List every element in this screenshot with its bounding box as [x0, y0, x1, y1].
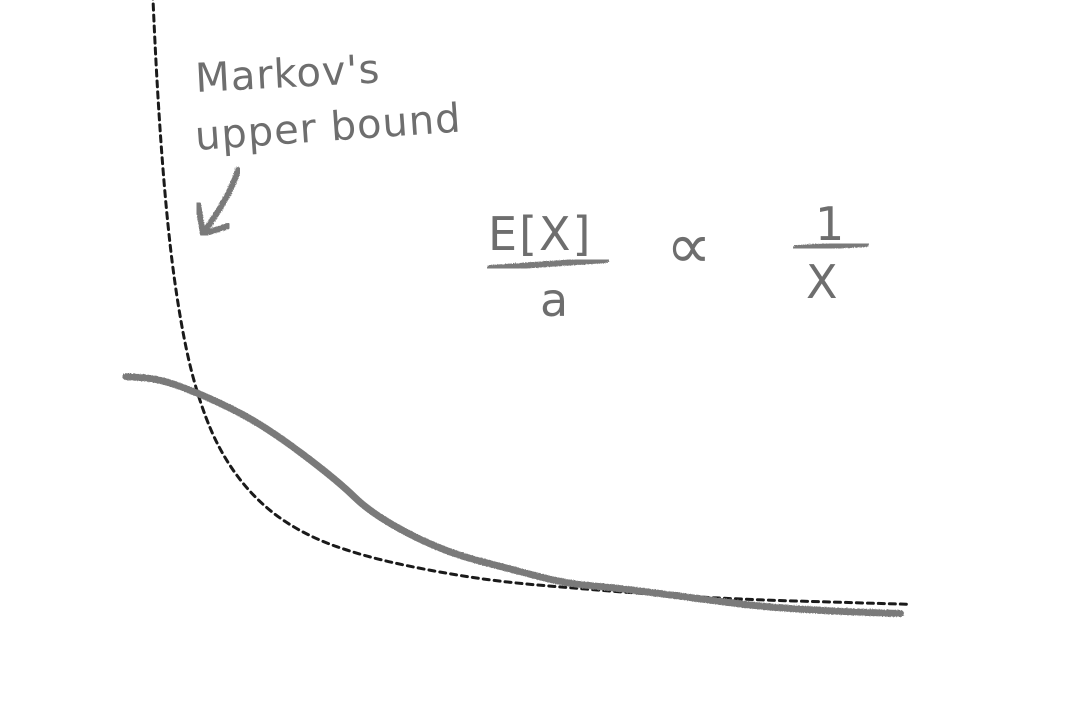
- formula-denominator: a: [540, 273, 570, 327]
- formula-numerator: E[X]: [488, 207, 592, 261]
- annotation-line-2: upper bound: [193, 95, 462, 160]
- formula-rhs-fraction-bar: [793, 241, 869, 251]
- formula: E[X] a ∝ 1 X: [487, 197, 869, 327]
- annotation-line-1: Markov's: [194, 46, 381, 102]
- formula-fraction-bar: [487, 257, 609, 271]
- proportional-symbol: ∝: [666, 210, 712, 284]
- distribution-curve: [122, 373, 904, 617]
- formula-rhs-numerator: 1: [815, 197, 846, 251]
- formula-rhs-denominator: X: [806, 255, 840, 309]
- arrow-icon: [195, 167, 241, 237]
